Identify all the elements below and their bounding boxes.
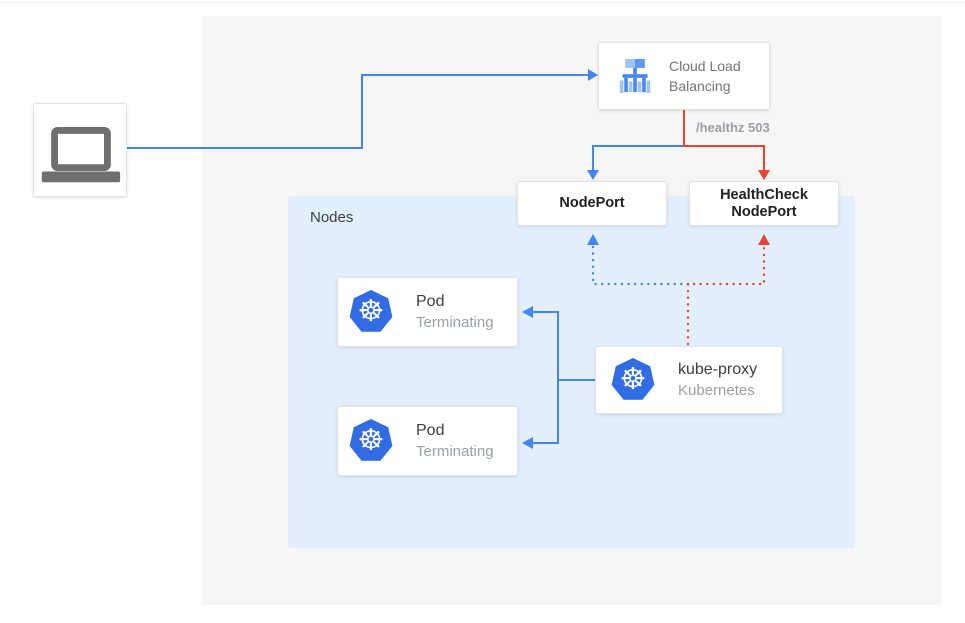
kube-proxy-title: kube-proxy (678, 361, 758, 378)
nodes-label: Nodes (310, 209, 354, 226)
pod-node-1: ☸ Pod Terminating (337, 277, 518, 347)
client-node (33, 103, 127, 197)
pod-node-2: ☸ Pod Terminating (337, 406, 518, 476)
healthcheck-nodeport-label: HealthCheck NodePort (720, 186, 808, 220)
cloud-load-balancing-node: Cloud Load Balancing (598, 42, 770, 110)
healthz-status-label: /healthz 503 (696, 120, 770, 135)
helm-wheel-glyph: ☸ (357, 295, 385, 328)
helm-wheel-glyph: ☸ (619, 363, 647, 396)
top-divider (0, 2, 965, 3)
kubernetes-icon: ☸ (349, 290, 393, 334)
nodeport-node: NodePort (517, 181, 667, 226)
pod-status: Terminating (416, 314, 494, 331)
pod-status: Terminating (416, 443, 494, 460)
helm-wheel-glyph: ☸ (357, 424, 385, 457)
laptop-icon (41, 126, 121, 183)
healthcheck-nodeport-node: HealthCheck NodePort (689, 181, 839, 226)
kubernetes-icon: ☸ (611, 358, 655, 402)
kube-proxy-node: ☸ kube-proxy Kubernetes (595, 346, 783, 414)
cloud-load-balancing-icon (619, 59, 651, 93)
nodeport-label: NodePort (559, 195, 625, 211)
cloud-load-balancing-label: Cloud Load Balancing (669, 58, 741, 94)
kubernetes-icon: ☸ (349, 419, 393, 463)
pod-title: Pod (416, 293, 445, 310)
pod-title: Pod (416, 422, 445, 439)
kube-proxy-subtitle: Kubernetes (678, 382, 755, 399)
